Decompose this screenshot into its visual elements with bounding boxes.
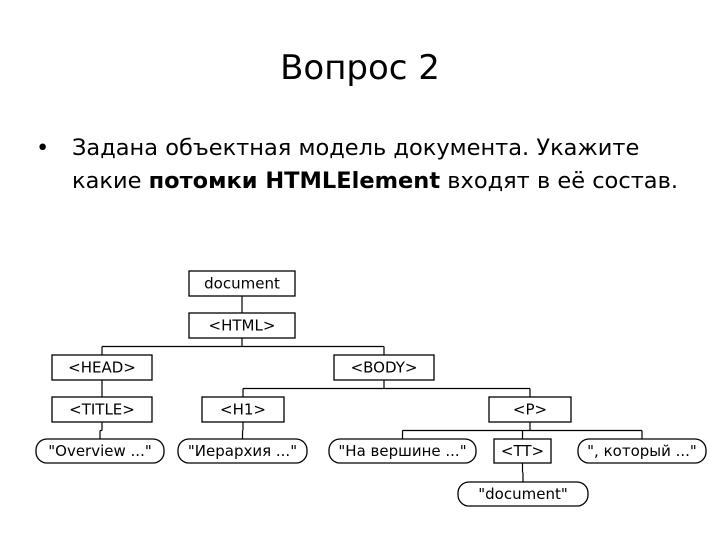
tree-node-box — [457, 481, 589, 507]
tree-node-html: <HTML> — [188, 312, 296, 339]
tree-node-box — [51, 396, 153, 423]
tree-node-overview: "Overview ..." — [35, 438, 165, 464]
tree-nodes: document <HTML> <HEAD> <BODY> <TITLE> <H1> <P>… — [35, 270, 707, 507]
tree-node-label: <TITLE> — [69, 401, 135, 419]
tree-node-label: ", который ..." — [587, 442, 697, 460]
tree-node-label: document — [204, 275, 280, 293]
tree-node-box — [333, 354, 435, 381]
tree-node-label: <P> — [513, 401, 547, 419]
tree-node-label: "Иерархия ..." — [188, 442, 297, 460]
tree-node-label: <TT> — [501, 442, 544, 460]
question-part2: входят в её состав. — [440, 168, 679, 194]
tree-node-label: "document" — [478, 485, 567, 503]
tree-node-h1: <H1> — [201, 396, 285, 423]
tree-node-box — [177, 438, 308, 464]
question-paragraph: Задана объектная модель документа. Укажи… — [72, 132, 696, 198]
tree-node-box — [577, 438, 707, 464]
tree-node-naversh: "На вершине ..." — [328, 438, 477, 464]
tree-node-label: "Overview ..." — [48, 442, 152, 460]
tree-node-label: <HTML> — [209, 317, 276, 335]
tree-node-box — [188, 312, 296, 339]
tree-node-box — [201, 396, 285, 423]
slide-title: Вопрос 2 — [280, 48, 440, 88]
tree-node-kotoryi: ", который ..." — [577, 438, 707, 464]
tree-node-ierarchy: "Иерархия ..." — [177, 438, 308, 464]
tree-node-doctext: "document" — [457, 481, 589, 507]
tree-node-box — [188, 270, 296, 297]
tree-node-head: <HEAD> — [51, 354, 153, 381]
question-part1: Задана объектная модель документа. Укажи… — [72, 135, 640, 194]
tree-node-tt: <TT> — [493, 438, 552, 464]
tree-node-label: <BODY> — [351, 359, 418, 377]
bullet-icon: • — [36, 135, 50, 161]
tree-node-box — [493, 438, 552, 464]
tree-node-label: "На вершине ..." — [338, 442, 466, 460]
tree-node-box — [51, 354, 153, 381]
tree-node-box — [488, 396, 572, 423]
tree-node-title: <TITLE> — [51, 396, 153, 423]
tree-node-label: <H1> — [220, 401, 266, 419]
tree-node-label: <HEAD> — [68, 359, 136, 377]
tree-node-box — [35, 438, 165, 464]
question-bold: потомки HTMLElement — [148, 168, 441, 194]
tree-node-box — [328, 438, 477, 464]
tree-node-body: <BODY> — [333, 354, 435, 381]
tree-edges — [99, 296, 643, 482]
tree-node-p: <P> — [488, 396, 572, 423]
tree-node-document: document — [188, 270, 296, 297]
question-text: • Задана объектная модель документа. Ука… — [36, 132, 696, 198]
